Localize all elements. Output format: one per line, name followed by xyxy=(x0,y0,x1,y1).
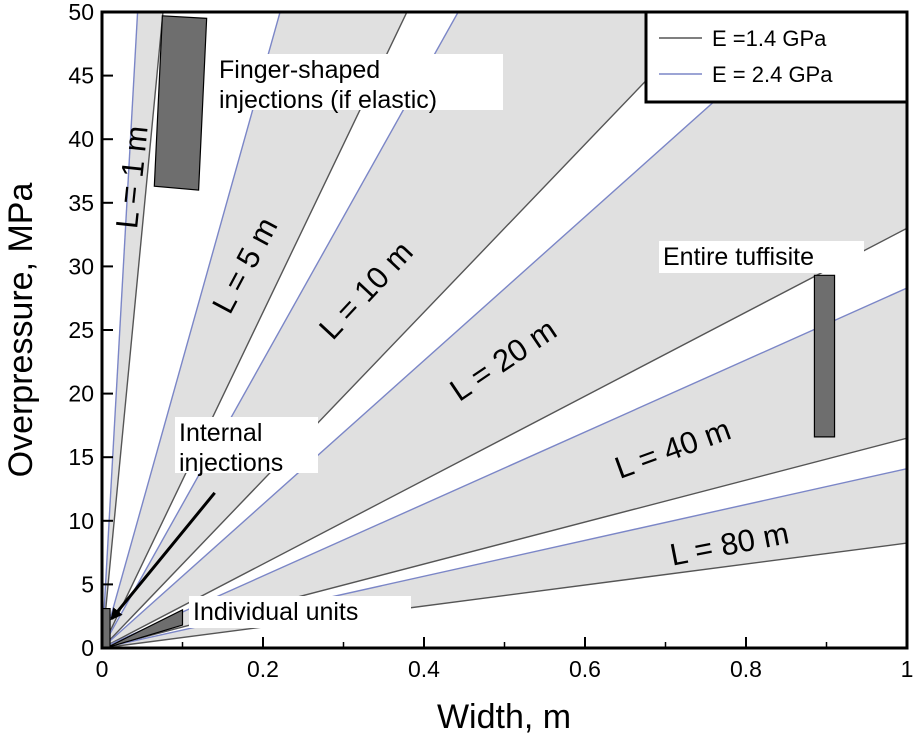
x-tick-label: 0.8 xyxy=(730,656,762,682)
annotation-bg xyxy=(659,241,864,273)
legend-label-e14: E =1.4 GPa xyxy=(712,26,827,51)
line-e14-5 xyxy=(102,542,907,648)
annotation-text: injections xyxy=(179,449,283,477)
line-e14-2 xyxy=(102,12,713,648)
annotation-text: Internal xyxy=(179,419,262,447)
y-axis-title: Overpressure, MPa xyxy=(2,183,40,478)
y-tick-label: 30 xyxy=(68,253,94,279)
x-tick-label: 0.4 xyxy=(408,656,440,682)
y-tick-label: 25 xyxy=(68,317,94,343)
plot-frame xyxy=(100,10,909,650)
annotation-text: Entire tuffisite xyxy=(663,243,814,271)
regions-layer xyxy=(102,15,836,648)
annotation-bg xyxy=(175,417,318,473)
x-tick-label: 0.6 xyxy=(569,656,601,682)
annotation-bg xyxy=(215,54,503,110)
y-tick-label: 20 xyxy=(68,381,94,407)
band-fill-3 xyxy=(102,12,907,648)
y-tick-label: 35 xyxy=(68,190,94,216)
y-tick-label: 10 xyxy=(68,508,94,534)
region-entire-tuffisite xyxy=(813,274,836,438)
region-individual-units xyxy=(105,608,184,648)
line-e24-4 xyxy=(102,287,907,648)
y-tick-label: 5 xyxy=(81,571,94,597)
annotation-bg xyxy=(189,596,411,628)
annotation-text: Individual units xyxy=(193,598,358,626)
y-tick-label: 0 xyxy=(81,635,94,661)
line-e14-1 xyxy=(102,12,408,648)
y-tick-label: 40 xyxy=(68,126,94,152)
x-tick-label: 1 xyxy=(901,656,914,682)
y-tick-label: 45 xyxy=(68,63,94,89)
y-tick-label: 50 xyxy=(68,0,94,25)
x-axis-title: Width, m xyxy=(437,698,571,736)
region-finger-shaped xyxy=(153,15,208,191)
annotation-individual-units: Individual units xyxy=(189,596,411,628)
annotation-arrow xyxy=(110,491,216,621)
annotation-entire-tuffisite: Entire tuffisite xyxy=(659,241,864,273)
legend: E =1.4 GPa E = 2.4 GPa xyxy=(644,10,909,104)
annotation-text: injections (if elastic) xyxy=(219,86,437,114)
y-tick-label: 15 xyxy=(68,444,94,470)
x-tick-label: 0.2 xyxy=(247,656,279,682)
legend-box xyxy=(644,10,909,104)
line-e24-2 xyxy=(102,12,459,648)
line-e24-1 xyxy=(102,12,281,648)
x-tick-label: 0 xyxy=(96,656,109,682)
annotation-text: Finger-shaped xyxy=(219,56,380,84)
legend-label-e24: E = 2.4 GPa xyxy=(712,62,833,87)
region-internal-injections xyxy=(102,607,111,648)
line-e14-3 xyxy=(102,227,907,648)
